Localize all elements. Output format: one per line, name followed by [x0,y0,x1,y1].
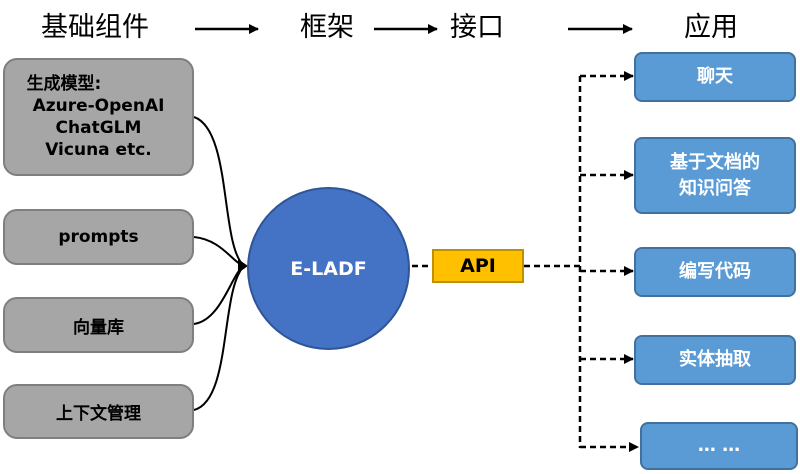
app-doc-qa-line1: 基于文档的 [670,151,760,173]
vector-store-label: 向量库 [73,317,124,338]
component-prompts-box: prompts [3,209,194,265]
framework-label: E-LADF [290,257,367,280]
models-title: 生成模型: [26,74,102,94]
curve-models [193,116,245,267]
prompts-label: prompts [58,227,139,247]
context-label: 上下文管理 [56,404,141,424]
app-entity-label: 实体抽取 [679,349,751,370]
app-chat-box: 聊天 [634,52,796,102]
app-coding-box: 编写代码 [634,247,796,297]
app-entity-box: 实体抽取 [634,335,796,385]
header-components: 基础组件 [41,12,149,43]
api-box: API [432,249,524,283]
model-item: ChatGLM [55,118,142,138]
header-interface: 接口 [450,12,504,43]
framework-hub: E-LADF [247,187,410,350]
model-item: Vicuna etc. [45,140,152,160]
hub-arrowhead [238,259,248,273]
app-doc-qa-box: 基于文档的 知识问答 [634,137,796,214]
api-label: API [460,255,496,277]
model-item: Azure-OpenAI [32,96,165,116]
app-chat-label: 聊天 [697,66,733,87]
component-models-box: 生成模型: Azure-OpenAI ChatGLM Vicuna etc. [3,58,194,176]
curve-context [193,265,245,411]
app-coding-label: 编写代码 [679,261,751,282]
component-context-box: 上下文管理 [3,384,194,439]
app-more-box: … … [640,422,798,470]
header-applications: 应用 [684,12,738,43]
app-doc-qa-line2: 知识问答 [679,177,751,199]
app-more-label: … … [697,435,741,456]
curve-vector [193,265,245,325]
header-framework: 框架 [300,12,354,43]
component-vector-store-box: 向量库 [3,297,194,353]
